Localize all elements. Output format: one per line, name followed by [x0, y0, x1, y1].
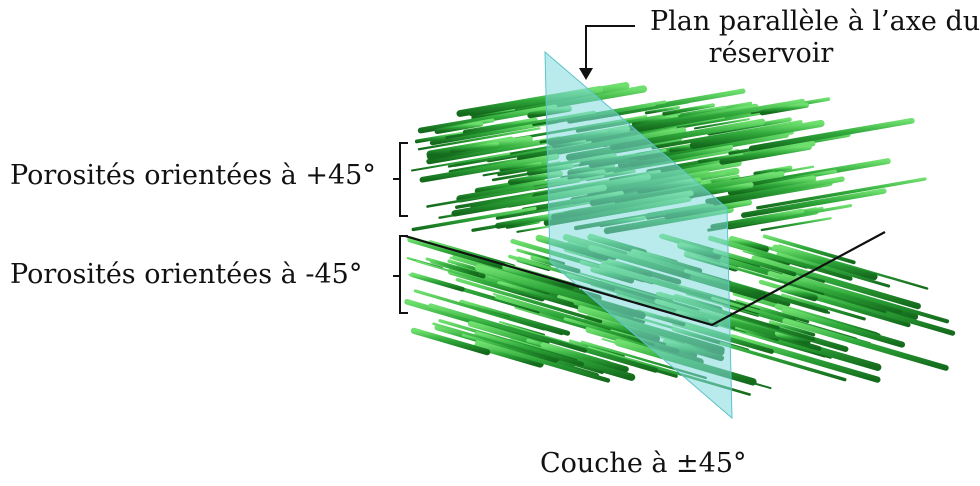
- plane-label: Plan parallèle à l’axe du réservoir: [650, 6, 980, 71]
- bracket-plus45: [393, 143, 408, 216]
- plane-label-line2: réservoir: [562, 38, 980, 70]
- plane-label-line1: Plan parallèle à l’axe du: [650, 6, 980, 37]
- porosity-plus45-label: Porosités orientées à +45°: [10, 160, 376, 192]
- pore-tube: [413, 275, 463, 289]
- layer-caption: Couche à ±45°: [540, 448, 747, 480]
- porosity-minus45-label: Porosités orientées à -45°: [10, 259, 362, 291]
- pore-tube: [517, 226, 549, 231]
